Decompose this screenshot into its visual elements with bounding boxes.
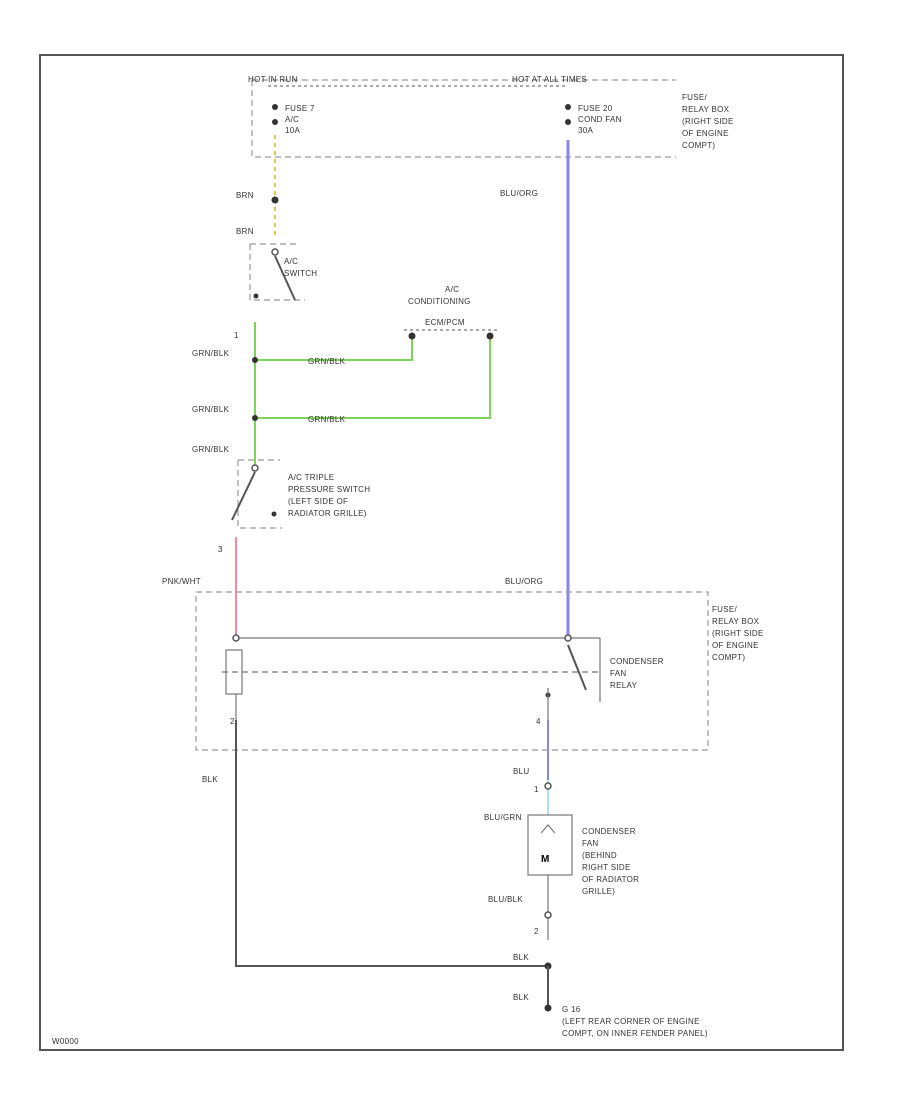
grn-blk-label-3: GRN/BLK [192,445,230,454]
diagram-code: W0000 [52,1037,79,1046]
grn-blk-wire-1 [255,338,413,361]
ground-terminal [544,1004,552,1012]
ac-ecm-label-1: A/C [445,285,459,294]
motor-symbol-top [540,824,556,834]
motor-connector-2 [544,911,552,919]
relay-contact-blade [567,644,587,691]
top-box-label-4: OF ENGINE [682,129,729,138]
triple-pin-3-label: 3 [218,545,223,554]
relay-pin-4-label: 4 [536,717,541,726]
relay-label-1: CONDENSER [610,657,664,666]
blu-org-top-label: BLU/ORG [500,189,538,198]
brn-label-2: BRN [236,227,254,236]
blu-grn-label: BLU/GRN [484,813,522,822]
relay-label-2: FAN [610,669,626,678]
top-box-label-3: (RIGHT SIDE [682,117,734,126]
triple-switch-label-1: A/C TRIPLE [288,473,334,482]
grn-blk-label-1: GRN/BLK [192,349,230,358]
relay-coil [225,649,243,695]
hot-at-all-times-label: HOT AT ALL TIMES [512,75,587,84]
fuse7-top-terminal [272,104,278,110]
triple-pressure-switch-box [237,459,282,529]
ground-label-1: G 16 [562,1005,581,1014]
motor-pin-1-label: 1 [534,785,539,794]
motor-label-4: RIGHT SIDE [582,863,631,872]
top-box-label-2: RELAY BOX [682,105,730,114]
ecm-pin-a [408,332,416,340]
fuse-relay-box-bottom [195,591,709,751]
ground-label-2: (LEFT REAR CORNER OF ENGINE [562,1017,700,1026]
blu-label: BLU [513,767,529,776]
triple-switch-blade [231,471,256,521]
grn-blk-label-2: GRN/BLK [192,405,230,414]
motor-label-5: OF RADIATOR [582,875,639,884]
relay-pin-1 [232,634,240,642]
triple-switch-contact [271,511,277,517]
motor-m-icon: M [541,854,549,865]
blk-left-label: BLK [202,775,218,784]
fuse7-rating-label: 10A [285,126,300,135]
fuse20-label: FUSE 20 [578,104,613,113]
motor-label-1: CONDENSER [582,827,636,836]
blk-label-1: BLK [513,953,529,962]
blu-org-mid-label: BLU/ORG [505,577,543,586]
fuse-relay-box-top [251,79,676,158]
top-box-label-5: COMPT) [682,141,715,150]
grn-splice-1 [252,357,258,363]
motor-label-6: GRILLE) [582,887,615,896]
triple-switch-terminal [251,464,259,472]
ground-label-3: COMPT, ON INNER FENDER PANEL) [562,1029,708,1038]
relay-label-3: RELAY [610,681,638,690]
triple-switch-label-3: (LEFT SIDE OF [288,497,348,506]
ac-switch-label-2: SWITCH [284,269,317,278]
ac-ecm-label-3: ECM/PCM [425,318,465,327]
motor-pin-2-label: 2 [534,927,539,936]
fuse20-bottom-terminal [565,119,571,125]
bottom-box-label-3: (RIGHT SIDE [712,629,764,638]
motor-connector-1 [544,782,552,790]
grn-blk-wire-label-1: GRN/BLK [308,357,346,366]
blk-label-2: BLK [513,993,529,1002]
grn-blk-wire-2 [255,338,491,419]
grn-splice-2 [252,415,258,421]
fuse7-label: FUSE 7 [285,104,315,113]
condenser-fan-motor [527,814,573,876]
ac-switch-box [249,243,305,301]
grn-blk-wire-label-2: GRN/BLK [308,415,346,424]
motor-label-3: (BEHIND [582,851,617,860]
fuse20-top-terminal [565,104,571,110]
bottom-box-label-1: FUSE/ [712,605,738,614]
blu-blk-label: BLU/BLK [488,895,523,904]
brn-label-1: BRN [236,191,254,200]
relay-pin-3 [564,634,572,642]
relay-pin-2-label: 2 [230,717,235,726]
diagram-frame [39,54,844,1051]
motor-label-2: FAN [582,839,598,848]
hot-in-run-label: HOT IN RUN [248,75,298,84]
bottom-box-label-5: COMPT) [712,653,745,662]
brn-splice [271,196,279,204]
ac-switch-blade [274,255,296,301]
fuse20-circuit-label: COND FAN [578,115,622,124]
ac-switch-terminal-top [271,248,279,256]
fuse7-bottom-terminal [272,119,278,125]
ac-switch-label-1: A/C [284,257,298,266]
top-box-label-1: FUSE/ [682,93,708,102]
pnk-wht-label: PNK/WHT [162,577,201,586]
blk-ground-wire [235,720,548,967]
bottom-box-label-2: RELAY BOX [712,617,760,626]
triple-switch-label-4: RADIATOR GRILLE) [288,509,367,518]
fuse20-rating-label: 30A [578,126,593,135]
ac-ecm-label-2: CONDITIONING [408,297,471,306]
triple-switch-label-2: PRESSURE SWITCH [288,485,370,494]
fuse7-circuit-label: A/C [285,115,299,124]
ac-switch-contact [253,293,259,299]
bottom-box-label-4: OF ENGINE [712,641,759,650]
ecm-pin-b [486,332,494,340]
switch-pin-1-label: 1 [234,331,239,340]
